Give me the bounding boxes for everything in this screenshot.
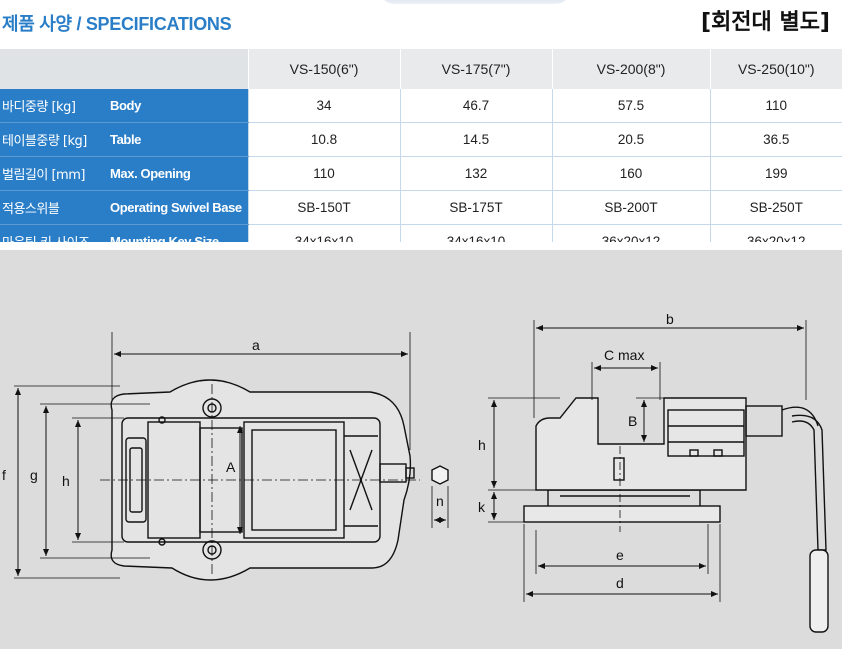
dim-label-b: b [666, 311, 674, 327]
table-cell: 10.8 [247, 122, 400, 157]
column-header: VS-175(7") [399, 49, 552, 89]
top-decoration [380, 0, 570, 4]
row-label-english: Max. Opening [110, 166, 191, 181]
row-label: 테이블중량 [kg] Table [0, 122, 248, 157]
side-view-dimensions [488, 320, 807, 602]
row-label-english: Table [110, 132, 141, 147]
table-cell: 160 [551, 156, 710, 191]
dim-label-k: k [478, 499, 486, 515]
table-cell: SB-250T [709, 190, 842, 225]
dim-label-n: n [436, 493, 444, 509]
row-label-korean: 바디중량 [kg] [2, 100, 76, 115]
table-cell: 20.5 [551, 122, 710, 157]
table-cell: 199 [709, 156, 842, 191]
top-view-dimensions [14, 332, 449, 579]
page-title: 제품 사양 / SPECIFICATIONS [2, 14, 232, 34]
row-label: 벌림길이 [mm] Max. Opening [0, 156, 248, 191]
technical-drawing: a f g h A n [0, 250, 842, 649]
dim-label-h-side: h [478, 437, 486, 453]
side-view-drawing [523, 397, 829, 633]
column-header: VS-200(8") [551, 49, 710, 89]
row-label: 바디중량 [kg] Body [0, 89, 248, 123]
section-separator [0, 242, 842, 250]
swivel-separate-badge: [회전대 별도] [701, 10, 830, 35]
top-view-drawing [100, 379, 449, 581]
dim-label-B: B [628, 413, 637, 429]
table-row: 벌림길이 [mm] Max. Opening 110 132 160 199 [0, 156, 842, 191]
dim-label-g: g [30, 467, 38, 483]
dim-label-f: f [2, 467, 6, 483]
table-cell: 14.5 [399, 122, 552, 157]
dim-label-e: e [616, 547, 624, 563]
dim-label-d: d [616, 575, 624, 591]
row-label-english: Operating Swivel Base [110, 200, 242, 215]
table-cell: 57.5 [551, 89, 710, 123]
table-cell: 110 [247, 156, 400, 191]
row-label-korean: 벌림길이 [mm] [2, 168, 85, 183]
row-label-korean: 테이블중량 [kg] [2, 134, 87, 149]
row-label-korean: 적용스위블 [2, 202, 60, 217]
dim-label-A: A [226, 459, 236, 475]
table-row: 적용스위블 Operating Swivel Base SB-150T SB-1… [0, 190, 842, 225]
table-cell: SB-175T [399, 190, 552, 225]
row-label: 적용스위블 Operating Swivel Base [0, 190, 248, 225]
table-cell: 46.7 [399, 89, 552, 123]
table-cell: 110 [709, 89, 842, 123]
table-cell: 36.5 [709, 122, 842, 157]
table-row: 바디중량 [kg] Body 34 46.7 57.5 110 [0, 89, 842, 123]
table-row: 테이블중량 [kg] Table 10.8 14.5 20.5 36.5 [0, 122, 842, 157]
dim-label-h-top: h [62, 473, 70, 489]
dim-label-a: a [252, 337, 260, 353]
table-cell: 34 [247, 89, 400, 123]
column-header: VS-150(6") [247, 49, 400, 89]
drawing-svg: a f g h A n [2, 311, 829, 633]
table-cell: SB-200T [551, 190, 710, 225]
column-header: VS-250(10") [709, 49, 842, 89]
specifications-table: VS-150(6") VS-175(7") VS-200(8") VS-250(… [0, 49, 842, 259]
dim-label-c-max: C max [604, 347, 644, 363]
row-label-english: Body [110, 98, 141, 113]
table-header-row: VS-150(6") VS-175(7") VS-200(8") VS-250(… [0, 49, 842, 89]
table-cell: 132 [399, 156, 552, 191]
table-corner-cell [0, 49, 248, 89]
table-cell: SB-150T [247, 190, 400, 225]
